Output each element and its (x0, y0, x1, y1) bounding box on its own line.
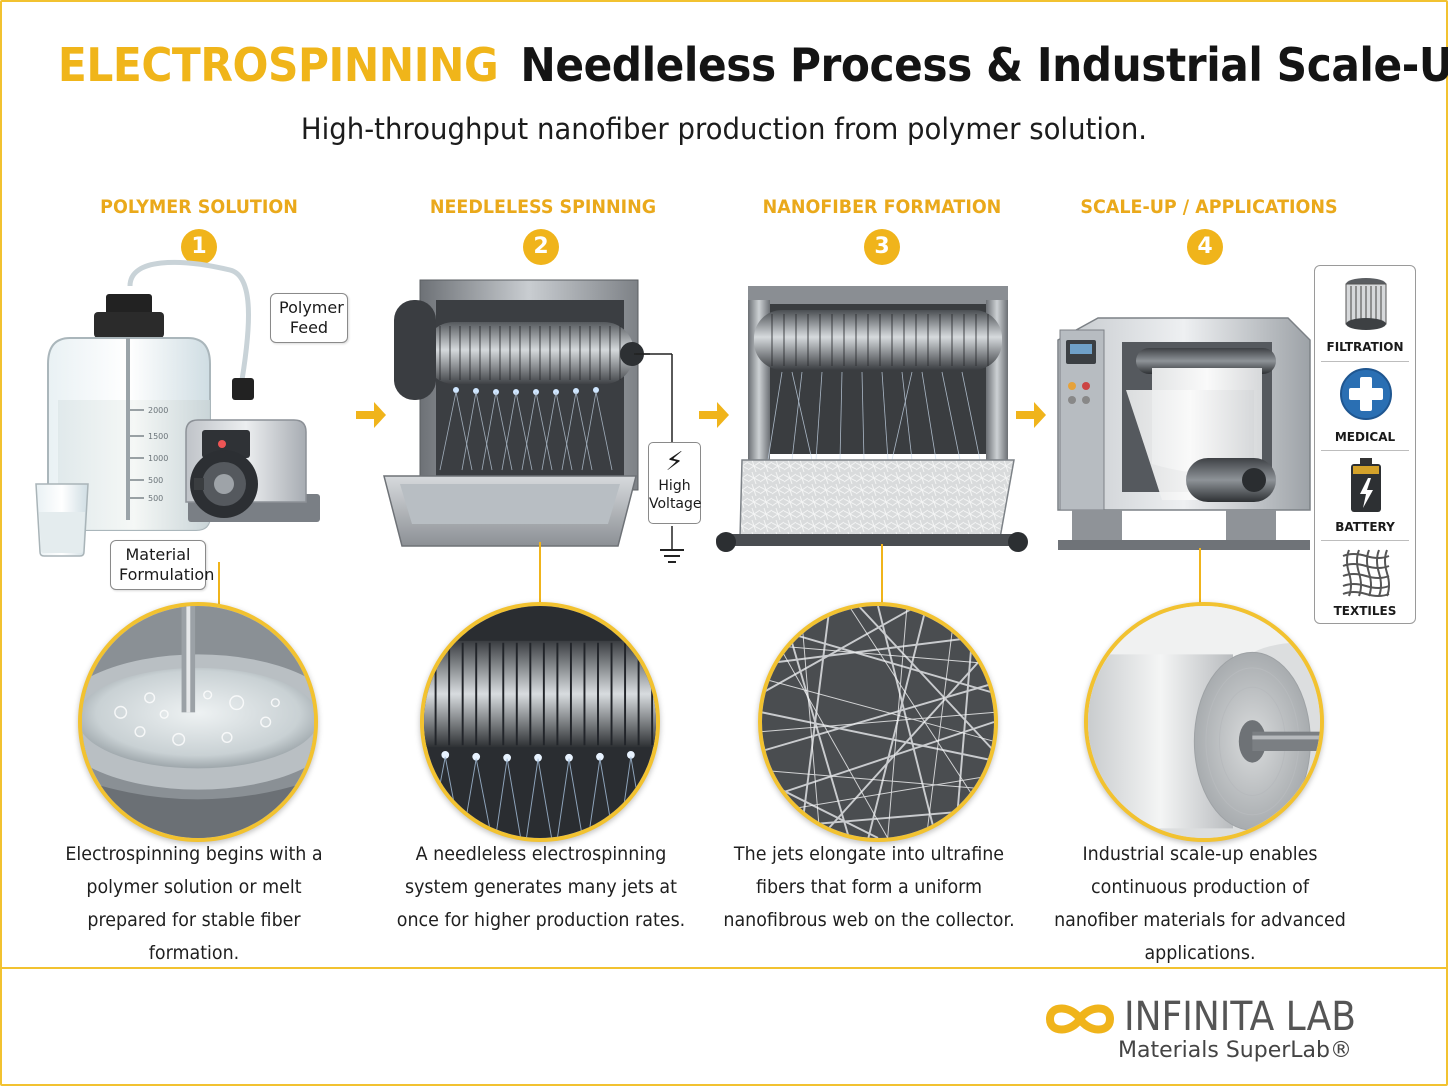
nanofiber-web-closeup (758, 602, 998, 842)
needleless-spinning-machine (383, 279, 650, 547)
polymer-solution-apparatus: 2000 1500 1000 500 500 (35, 259, 320, 557)
beaker-scale-1: 2000 (148, 406, 168, 415)
step-1-title: POLYMER SOLUTION (100, 196, 298, 218)
step-4-description: Industrial scale-up enables continuous p… (1054, 843, 1346, 964)
medical-cross-icon (1340, 368, 1392, 420)
step-2-description: A needleless electrospinning system gene… (396, 843, 686, 931)
app-divider (1321, 361, 1409, 362)
nanofiber-roll-closeup (1084, 602, 1324, 842)
high-voltage-callout: ⚡ High Voltage (648, 442, 702, 524)
leader-line (539, 542, 541, 604)
polymer-solution-closeup (78, 602, 318, 842)
high-voltage-wiring (636, 353, 684, 563)
material-formulation-line1: Material (125, 545, 191, 564)
material-formulation-line2: Formulation (119, 565, 215, 584)
brand-tagline: Materials SuperLab® (1118, 1038, 1352, 1063)
polymer-feed-callout: Polymer Feed (270, 293, 348, 343)
leader-line (1199, 548, 1201, 604)
flow-arrow-icon (699, 402, 729, 428)
high-voltage-line2: Voltage (649, 496, 702, 512)
nanofiber-collector-machine (716, 286, 1028, 552)
leader-line (218, 562, 220, 604)
step-1-number-badge: 1 (181, 229, 217, 265)
step-3-title: NANOFIBER FORMATION (762, 196, 1002, 218)
filter-cartridge-icon (1345, 278, 1387, 330)
step-1-description: Electrospinning begins with a polymer so… (65, 843, 323, 964)
page-subtitle: High-throughput nanofiber production fro… (300, 112, 1148, 146)
step-2-title: NEEDLELESS SPINNING (429, 196, 657, 218)
beaker-scale-2: 1500 (148, 432, 168, 441)
brand-name: INFINITA LAB (1124, 994, 1356, 1040)
infinity-logo-icon (1045, 1004, 1115, 1034)
step-4-title: SCALE-UP / APPLICATIONS (1080, 196, 1338, 218)
step-3-number-badge: 3 (864, 229, 900, 265)
beaker-scale-4: 500 (148, 476, 163, 485)
flow-arrow-icon (1016, 402, 1046, 428)
title-accent: ELECTROSPINNING (57, 38, 499, 92)
lightning-bolt-icon: ⚡ (665, 447, 684, 477)
high-voltage-line1: High (658, 478, 691, 494)
title-main: Needleless Process & Industrial Scale-Up (520, 38, 1448, 92)
step-3-description: The jets elongate into ultrafine fibers … (723, 843, 1015, 931)
polymer-feed-line2: Feed (289, 318, 329, 337)
flow-arrow-icon (356, 402, 386, 428)
step-2-number-badge: 2 (523, 229, 559, 265)
leader-line (881, 544, 883, 604)
page-title: ELECTROSPINNING Needleless Process & Indu… (57, 38, 1448, 92)
step-4-number-badge: 4 (1187, 229, 1223, 265)
beaker-scale-5: 500 (148, 494, 163, 503)
beaker-scale-3: 1000 (148, 454, 168, 463)
app-divider (1321, 450, 1409, 451)
app-divider (1321, 540, 1409, 541)
application-textiles: TEXTILES (1333, 604, 1397, 618)
application-medical: MEDICAL (1334, 430, 1396, 444)
textile-mesh-icon (1342, 549, 1390, 597)
polymer-feed-line1: Polymer (279, 298, 344, 317)
application-filtration: FILTRATION (1326, 340, 1404, 354)
footer-divider (0, 967, 1448, 969)
battery-icon (1351, 458, 1381, 512)
application-battery: BATTERY (1335, 520, 1395, 534)
material-formulation-callout: Material Formulation (110, 540, 214, 590)
brand-logo: INFINITA LAB Materials SuperLab® (1040, 994, 1400, 1074)
spinning-drum-closeup (420, 602, 660, 842)
applications-panel: FILTRATION MEDICAL BATTERY TEXTILES (1314, 265, 1416, 624)
industrial-roll-machine (1057, 317, 1311, 550)
